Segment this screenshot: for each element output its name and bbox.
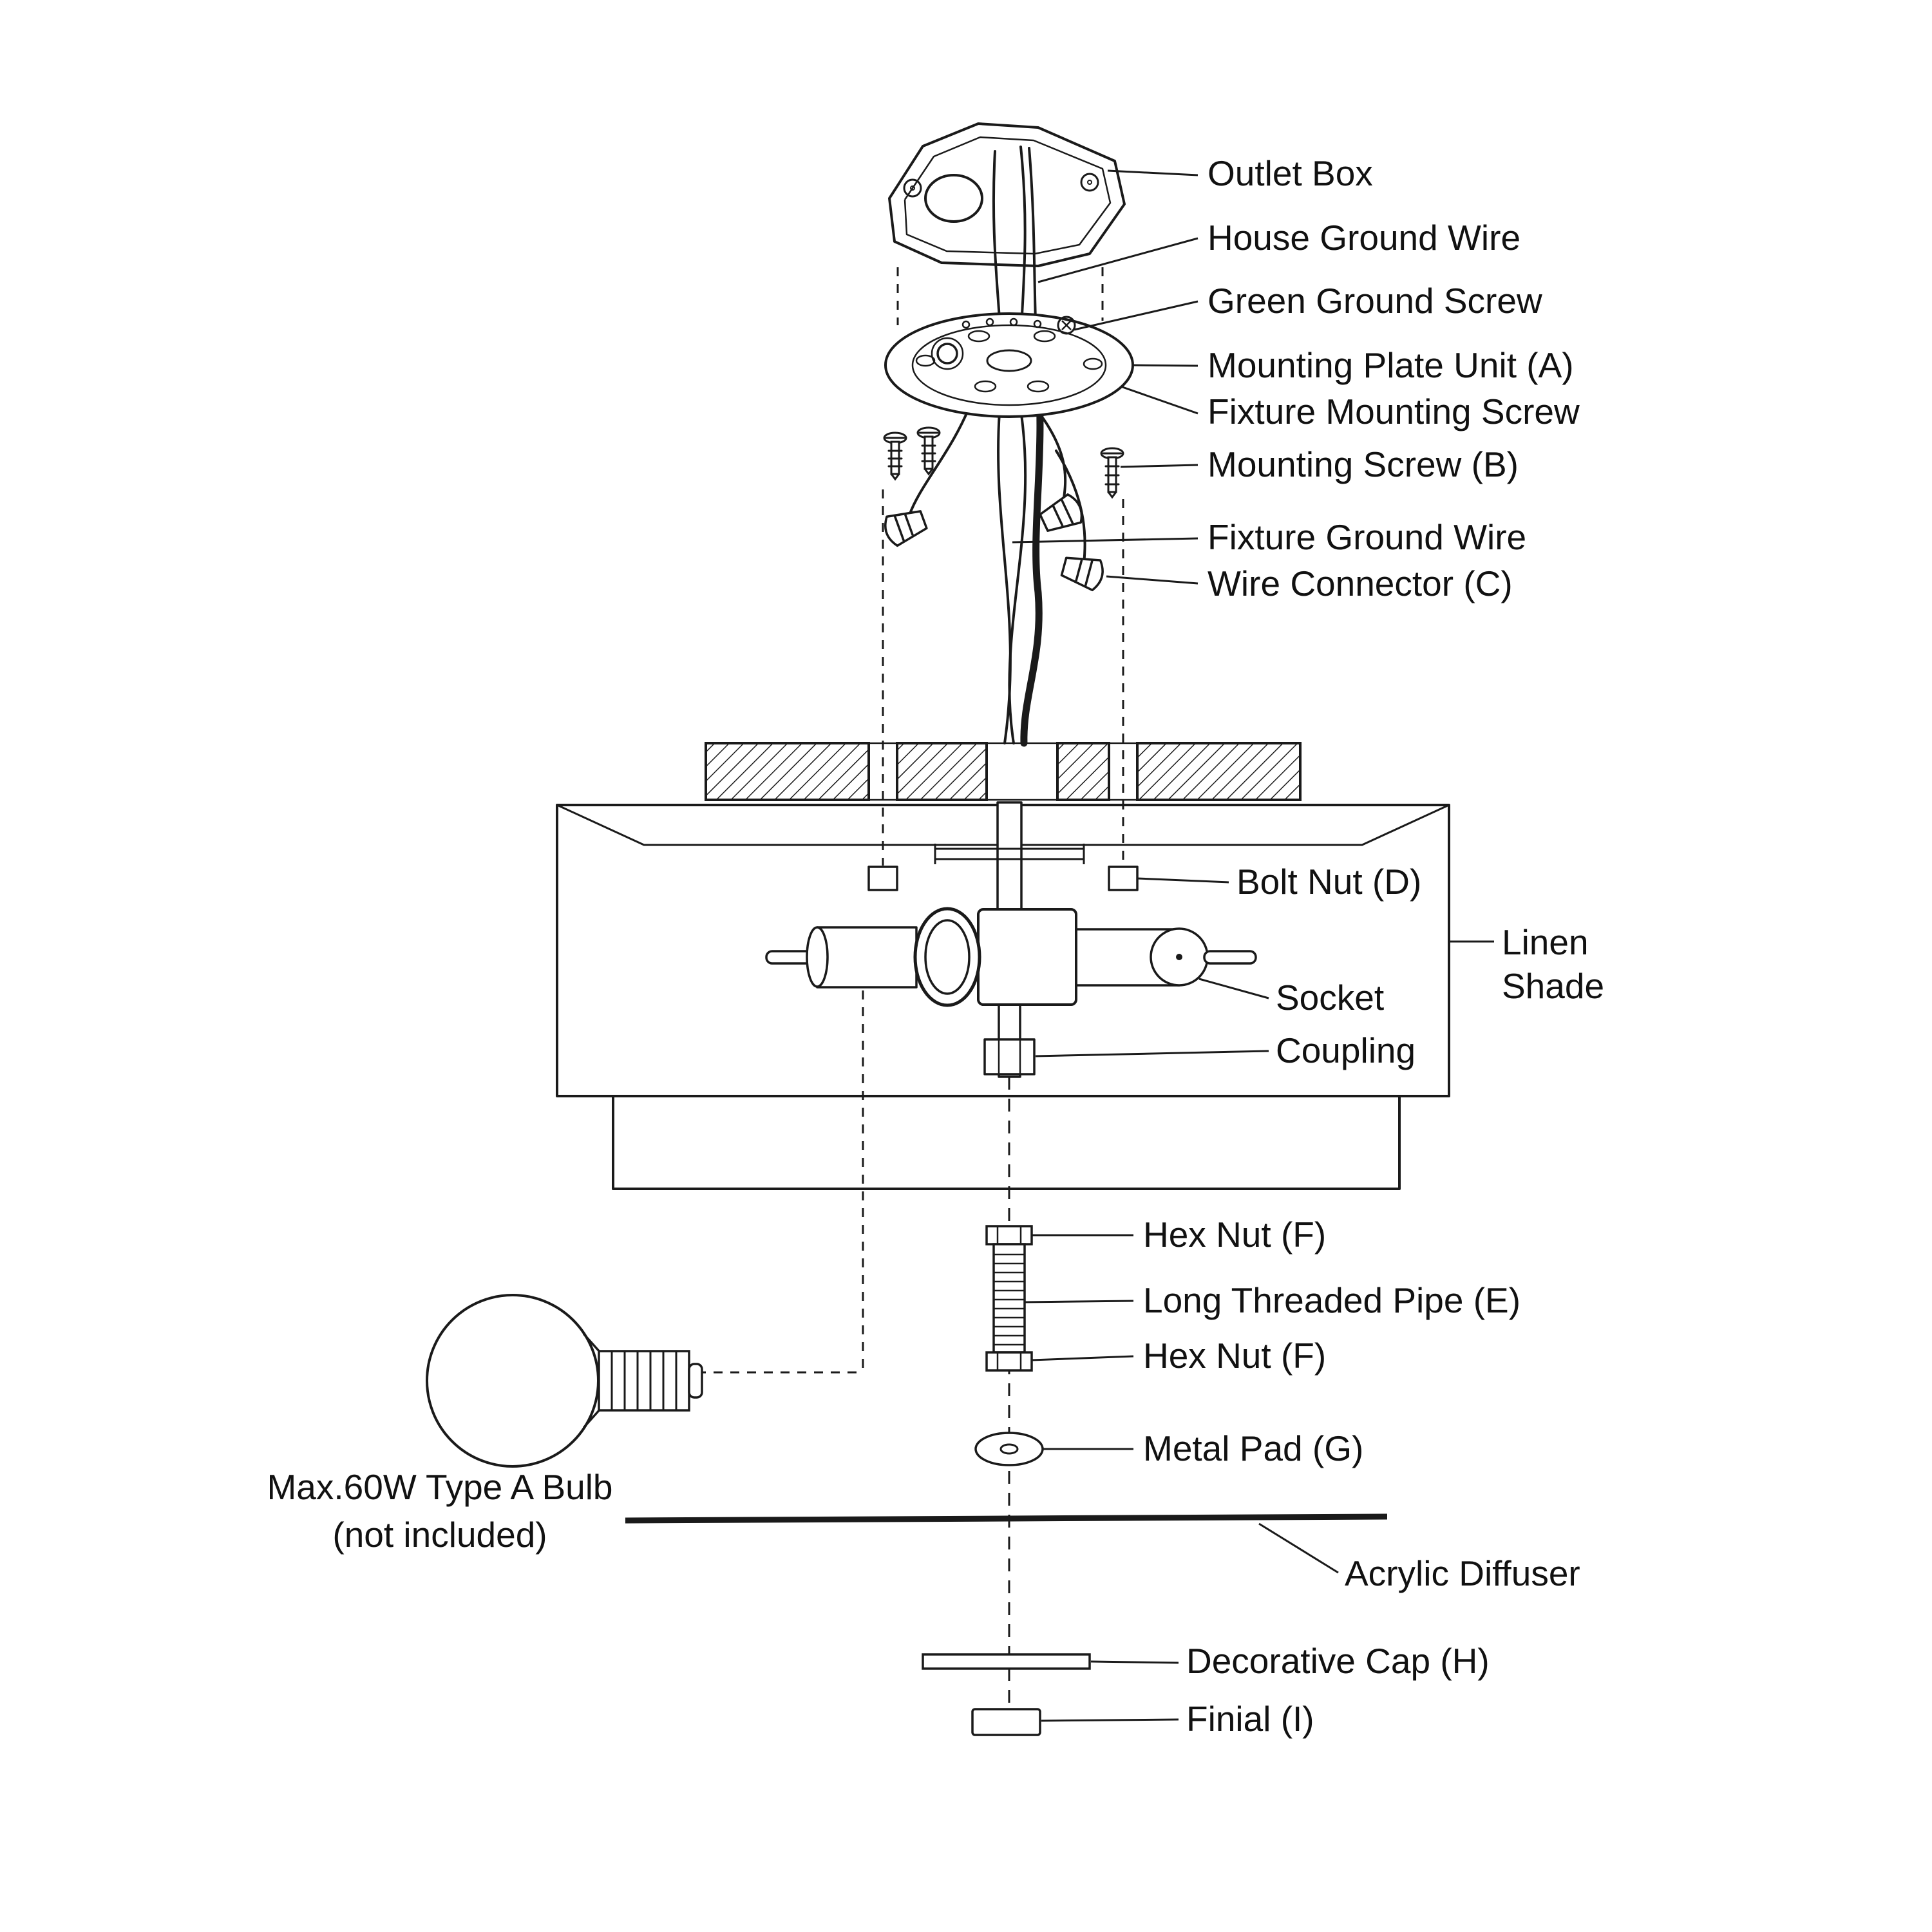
label-metal-pad-g: Metal Pad (G) xyxy=(1143,1428,1363,1468)
label-socket: Socket xyxy=(1276,978,1384,1018)
bolt-nut-right xyxy=(1108,866,1139,891)
screw-1 xyxy=(883,431,907,481)
label-mounting-screw-b: Mounting Screw (B) xyxy=(1208,444,1519,484)
mounting-screws-drawing xyxy=(883,426,1124,499)
wire-connector-2 xyxy=(1039,493,1083,532)
coupling-nut xyxy=(983,1038,1036,1075)
label-coupling: Coupling xyxy=(1276,1030,1416,1070)
label-fixture-mounting-screw: Fixture Mounting Screw xyxy=(1208,392,1580,431)
label-wire-connector-c: Wire Connector (C) xyxy=(1208,564,1513,603)
bolt-nut-left xyxy=(867,866,898,891)
label-linen-shade-line1: Linen xyxy=(1502,922,1589,962)
hex-nut-bottom xyxy=(985,1351,1033,1372)
label-hex-nut-f-bottom: Hex Nut (F) xyxy=(1143,1336,1326,1376)
label-fixture-ground-wire: Fixture Ground Wire xyxy=(1208,517,1526,557)
label-mounting-plate-unit: Mounting Plate Unit (A) xyxy=(1208,345,1574,385)
metal-pad xyxy=(974,1432,1044,1466)
label-green-ground-screw: Green Ground Screw xyxy=(1208,281,1542,321)
label-bulb-note-line1: Max.60W Type A Bulb xyxy=(267,1467,612,1507)
socket-assembly-drawing xyxy=(765,801,1257,1078)
label-bolt-nut-d: Bolt Nut (D) xyxy=(1236,862,1421,902)
wire-connector-1 xyxy=(884,510,928,547)
long-threaded-pipe xyxy=(992,1243,1026,1354)
wire-connector-3 xyxy=(1060,556,1104,592)
outlet-box-drawing xyxy=(888,122,1126,267)
bulb-drawing xyxy=(426,1294,703,1468)
label-outlet-box: Outlet Box xyxy=(1208,153,1373,193)
hex-nut-top xyxy=(985,1225,1033,1245)
screw-3 xyxy=(1100,447,1124,499)
finial xyxy=(971,1708,1041,1736)
label-hex-nut-f-top: Hex Nut (F) xyxy=(1143,1215,1326,1255)
labels: Outlet Box House Ground Wire Green Groun… xyxy=(267,153,1604,1739)
decorative-cap xyxy=(922,1653,1091,1670)
label-long-threaded-pipe-e: Long Threaded Pipe (E) xyxy=(1143,1280,1520,1320)
green-ground-screw-drawing xyxy=(1057,316,1076,335)
label-decorative-cap-h: Decorative Cap (H) xyxy=(1186,1641,1490,1681)
label-house-ground-wire: House Ground Wire xyxy=(1208,218,1520,258)
screw-2 xyxy=(916,426,941,476)
label-finial-i: Finial (I) xyxy=(1186,1699,1314,1739)
leader-lines xyxy=(1012,169,1494,1722)
canopy-drawing xyxy=(705,742,1302,801)
label-bulb-note-line2: (not included) xyxy=(332,1515,547,1555)
mounting-plate-drawing xyxy=(884,312,1134,418)
label-linen-shade-line2: Shade xyxy=(1502,966,1604,1006)
label-acrylic-diffuser: Acrylic Diffuser xyxy=(1345,1553,1580,1593)
wire-connectors-drawing xyxy=(884,493,1104,592)
hardware-stack-drawing xyxy=(625,1225,1388,1736)
acrylic-diffuser-bar xyxy=(625,1513,1388,1524)
